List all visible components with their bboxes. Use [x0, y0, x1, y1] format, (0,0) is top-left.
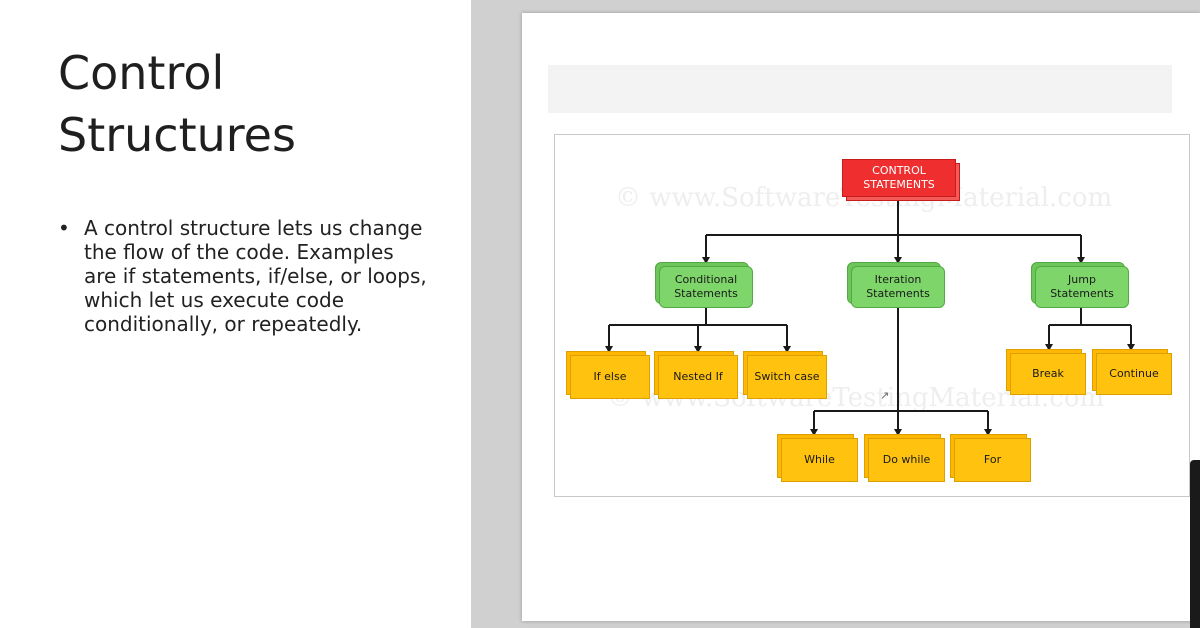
arrowhead-conditional-leaf-3 [783, 346, 791, 353]
bullet-list: A control structure lets us change the f… [58, 216, 428, 336]
window-edge [1190, 460, 1200, 628]
document-viewer[interactable]: © www.SoftwareTestingMaterial.com © www.… [471, 0, 1200, 628]
for-node: For [954, 438, 1031, 482]
bullet-item: A control structure lets us change the f… [58, 216, 428, 336]
arrowhead-jump [1077, 257, 1085, 264]
arrowhead-iteration-leaf-3 [984, 429, 992, 436]
arrowhead-conditional-leaf-1 [605, 346, 613, 353]
arrowhead-conditional-leaf-2 [694, 346, 702, 353]
nested-if-node: Nested If [658, 355, 738, 399]
document-page: © www.SoftwareTestingMaterial.com © www.… [522, 13, 1200, 621]
arrowhead-jump-leaf-1 [1045, 344, 1053, 351]
switch-case-node: Switch case [747, 355, 827, 399]
arrowhead-iteration [894, 257, 902, 264]
conditional-statements-node: Conditional Statements [659, 266, 753, 308]
control-statements-node: CONTROL STATEMENTS [842, 159, 956, 197]
arrowhead-iteration-leaf-2 [894, 429, 902, 436]
if-else-node: If else [570, 355, 650, 399]
slide-title: Control Structures [58, 42, 296, 166]
arrowhead-jump-leaf-2 [1127, 344, 1135, 351]
faded-page-band [548, 65, 1172, 113]
do-while-node: Do while [868, 438, 945, 482]
iteration-statements-node: Iteration Statements [851, 266, 945, 308]
jump-statements-node: Jump Statements [1035, 266, 1129, 308]
break-node: Break [1010, 353, 1086, 395]
diagram-connectors [605, 193, 1135, 436]
slide-title-line-1: Control [58, 46, 225, 100]
arrowhead-conditional [702, 257, 710, 264]
slide-title-line-2: Structures [58, 108, 296, 162]
while-node: While [781, 438, 858, 482]
diagram-frame: © www.SoftwareTestingMaterial.com © www.… [554, 134, 1190, 497]
mouse-cursor-icon: ↗ [880, 389, 890, 402]
continue-node: Continue [1096, 353, 1172, 395]
arrowhead-iteration-leaf-1 [810, 429, 818, 436]
slide-text-pane: Control Structures A control structure l… [0, 0, 470, 628]
